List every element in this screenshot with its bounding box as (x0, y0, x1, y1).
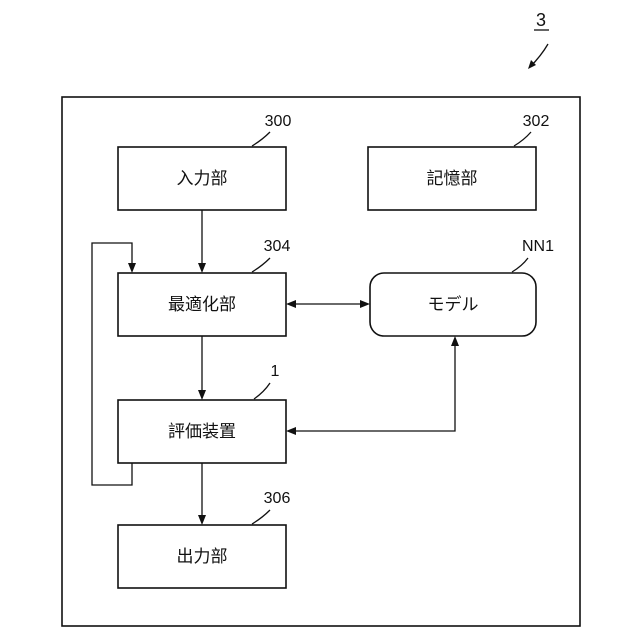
storage-label: 記憶部 (427, 169, 478, 189)
evaluator-ref: 1 (271, 363, 280, 380)
input-ref: 300 (265, 113, 292, 130)
optimizer-label: 最適化部 (168, 295, 236, 315)
input-label: 入力部 (177, 169, 228, 189)
model-ref: NN1 (522, 238, 554, 255)
storage-ref: 302 (523, 113, 550, 130)
optimizer-ref: 304 (264, 238, 291, 255)
output-label: 出力部 (177, 547, 228, 567)
evaluator-label: 評価装置 (168, 422, 236, 442)
figure-number-group: 3 (528, 10, 549, 69)
output-ref: 306 (264, 490, 291, 507)
model-label: モデル (428, 294, 479, 315)
figure-number: 3 (536, 10, 546, 30)
